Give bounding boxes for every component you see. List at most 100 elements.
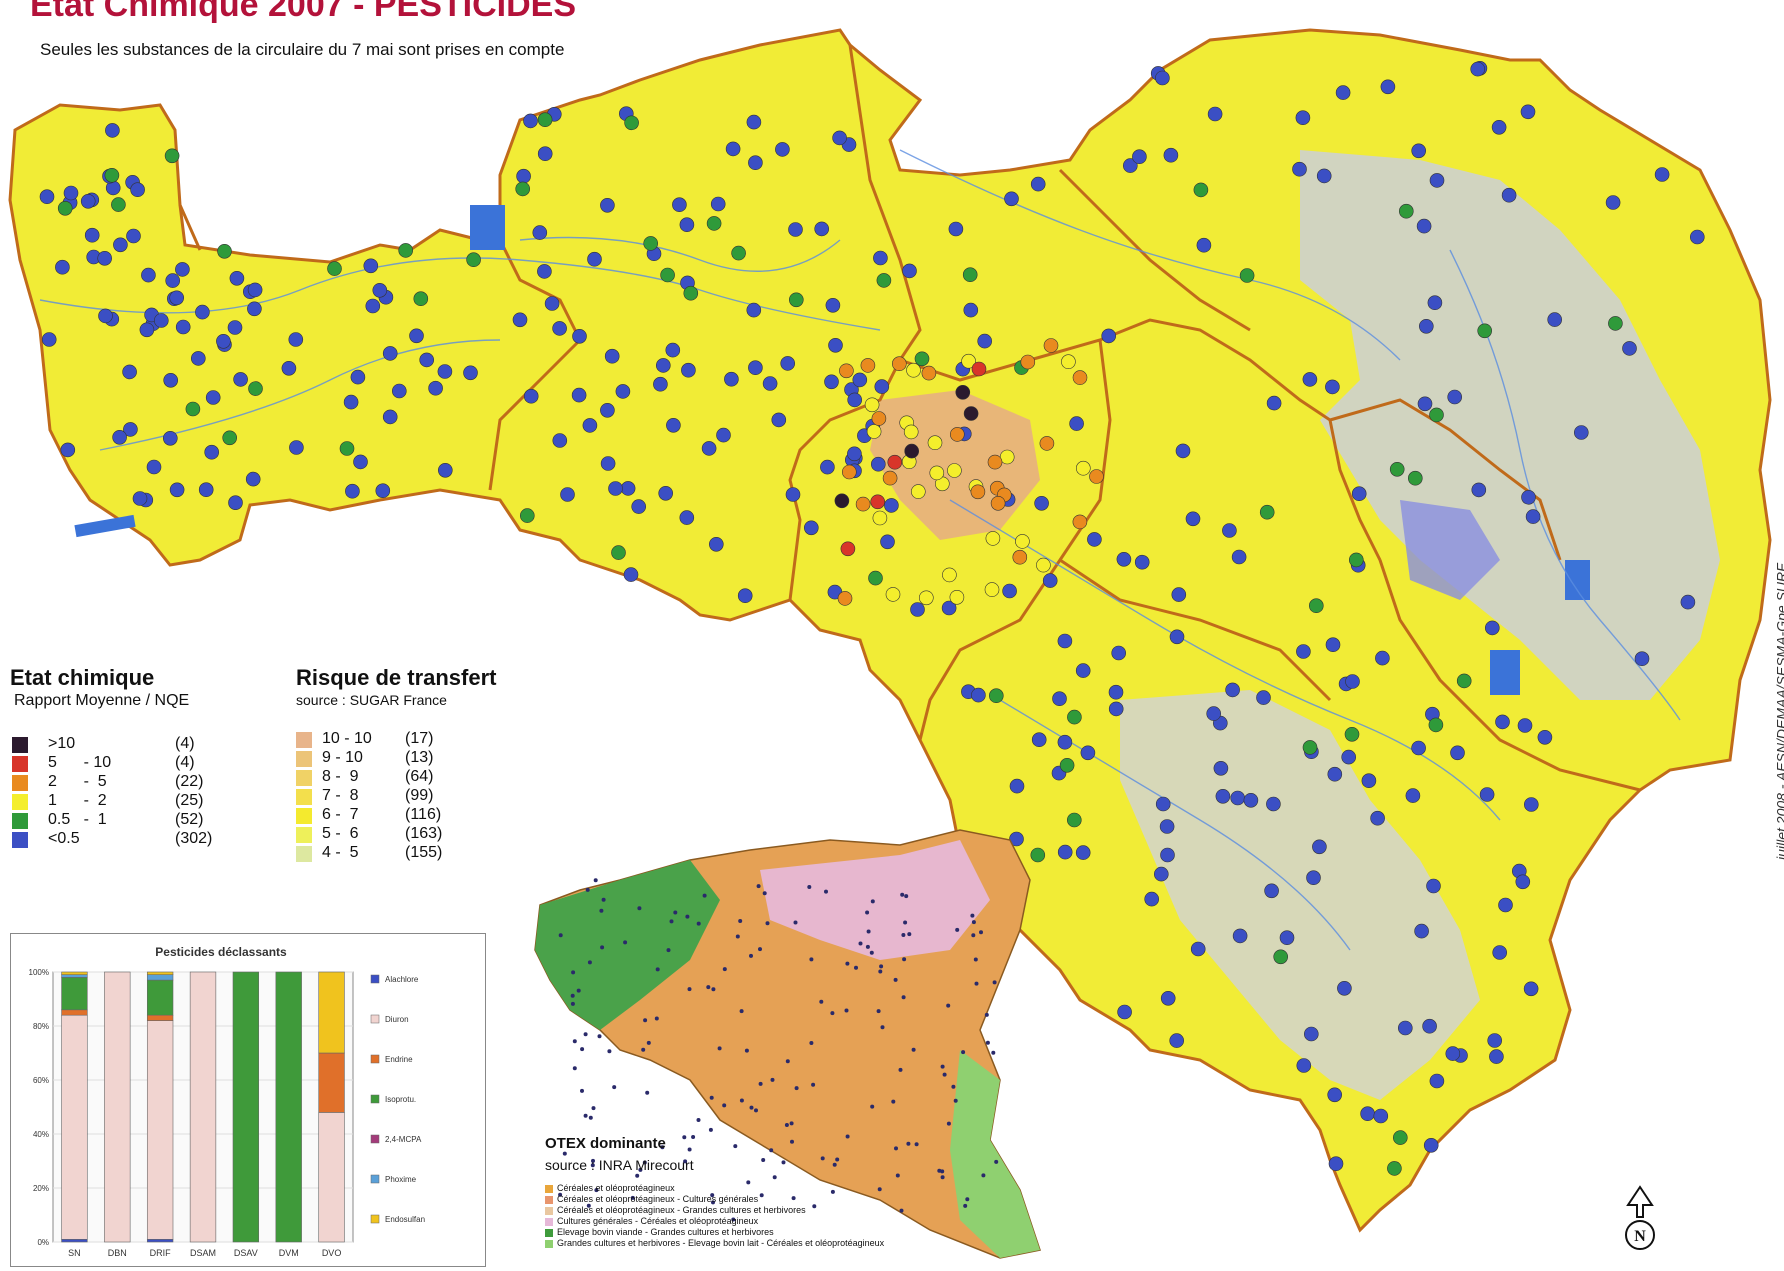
station-blue <box>788 222 803 237</box>
station-blue <box>1215 788 1231 804</box>
station-blue <box>1160 847 1175 863</box>
station-blue <box>1360 1106 1375 1121</box>
station-orange <box>1089 469 1104 484</box>
inset-station <box>879 964 884 969</box>
station-blue <box>1031 732 1047 748</box>
inset-station <box>731 1217 736 1222</box>
station-orange <box>860 358 876 373</box>
station-blue <box>1489 1049 1504 1064</box>
chart-legend-label: Alachlore <box>385 975 419 984</box>
inset-station <box>641 1047 646 1052</box>
inset-station <box>898 1067 903 1072</box>
risque-legend-item-swatch <box>296 751 312 767</box>
station-blue <box>1495 714 1510 730</box>
station-blue <box>1302 372 1318 387</box>
station-blue <box>1144 891 1159 907</box>
station-green <box>398 243 414 258</box>
station-blue <box>39 189 55 204</box>
chart-bar-segment <box>232 971 260 1243</box>
station-blue <box>1479 787 1495 802</box>
station-blue <box>1034 495 1049 511</box>
inset-station <box>702 893 707 898</box>
station-blue <box>1190 941 1206 957</box>
station-blue <box>604 348 620 364</box>
station-blue <box>1654 167 1670 182</box>
inset-station <box>866 929 871 934</box>
station-orange <box>841 464 857 480</box>
risque-legend-item-swatch <box>296 732 312 748</box>
station-blue <box>852 372 868 388</box>
inset-station <box>683 1159 688 1164</box>
etat-legend-item-count: (4) <box>175 754 195 771</box>
station-blue <box>60 442 76 458</box>
chart-legend-label: Phoxime <box>385 1175 417 1184</box>
risque-legend-item-count: (99) <box>405 787 434 804</box>
otex-legend-swatch <box>545 1217 553 1226</box>
map-credit: juillet 2008 - AESN/DEMAA/SESMA-Gpe SURF <box>1774 563 1784 860</box>
station-blue <box>1222 523 1237 538</box>
inset-station <box>858 941 863 946</box>
station-blue <box>762 376 778 391</box>
otex-legend-swatch <box>545 1206 553 1215</box>
station-blue <box>1498 897 1513 913</box>
inset-station <box>895 1173 900 1178</box>
inset-station <box>844 1008 849 1013</box>
station-blue <box>1537 729 1553 745</box>
etat-legend-item-label: 2 - 5 <box>48 773 107 790</box>
station-blue <box>746 114 762 130</box>
station-blue <box>977 333 993 349</box>
station-blue <box>1169 629 1185 645</box>
station-blue <box>227 320 243 335</box>
inset-station <box>591 1106 596 1111</box>
risque-legend-item-label: 8 - 9 <box>322 768 359 785</box>
inset-station <box>612 1085 617 1090</box>
station-blue <box>165 273 180 288</box>
inset-station <box>907 932 912 937</box>
station-blue <box>1030 176 1046 192</box>
inset-station <box>587 960 592 965</box>
inset-station <box>973 957 978 962</box>
station-blue <box>1622 341 1637 356</box>
inset-station <box>687 987 692 992</box>
station-yellow <box>999 449 1015 465</box>
station-green <box>1273 949 1288 965</box>
station-blue <box>288 332 304 347</box>
chart-bar-segment <box>318 1052 345 1113</box>
inset-station <box>570 1001 575 1006</box>
station-blue <box>631 499 647 514</box>
etat-legend-title: Etat chimique <box>10 665 155 690</box>
station-blue <box>1312 839 1327 855</box>
inset-station <box>562 1151 567 1156</box>
station-blue <box>1207 106 1223 122</box>
risque-legend-item-swatch <box>296 808 312 824</box>
inset-station <box>994 1159 999 1164</box>
chart-bar-segment <box>146 974 174 981</box>
chart-ytick-label: 60% <box>33 1076 49 1085</box>
station-blue <box>1231 549 1247 565</box>
chart-bar-segment <box>146 1238 174 1243</box>
inset-station <box>940 1064 945 1069</box>
chart-bar-segment <box>146 971 174 976</box>
inset-station <box>642 1160 647 1165</box>
etat-legend-item-count: (52) <box>175 811 204 828</box>
station-blue <box>63 185 79 201</box>
chart-bar-segment <box>275 971 302 1243</box>
station-blue <box>785 487 801 502</box>
station-green <box>1389 461 1405 477</box>
otex-inset-green-south <box>950 1050 1040 1258</box>
station-blue <box>122 364 137 380</box>
station-blue <box>1159 819 1175 834</box>
inset-station <box>709 1095 714 1100</box>
station-blue <box>1429 1073 1445 1089</box>
station-blue <box>1175 443 1191 459</box>
station-blue <box>828 337 843 353</box>
etat-legend-item-label: 1 - 2 <box>48 792 107 809</box>
station-blue <box>195 304 210 320</box>
inset-station <box>891 1099 896 1104</box>
station-blue <box>1450 745 1465 761</box>
chart-xtick-label: DSAM <box>190 1248 216 1258</box>
inset-station <box>710 1193 715 1198</box>
etat-legend-item-count: (25) <box>175 792 204 809</box>
station-orange <box>970 484 986 500</box>
station-orange <box>1072 370 1088 385</box>
